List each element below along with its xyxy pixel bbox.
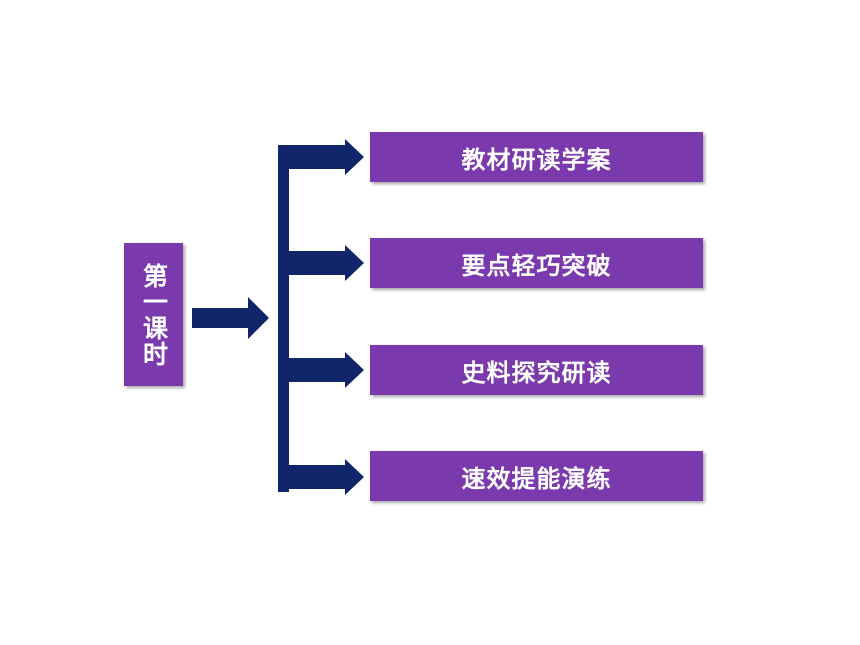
main-arrow bbox=[192, 297, 269, 339]
item-label: 要点轻巧突破 bbox=[461, 251, 612, 280]
lesson-box: 第一课时 bbox=[124, 243, 183, 386]
bracket-bar bbox=[278, 145, 289, 492]
item-box-key-points[interactable]: 要点轻巧突破 bbox=[370, 238, 703, 288]
branch-arrow-1 bbox=[278, 139, 364, 175]
branch-arrow-2 bbox=[278, 245, 364, 281]
item-label: 教材研读学案 bbox=[461, 145, 612, 174]
lesson-label: 第一课时 bbox=[139, 262, 169, 367]
branch-arrow-4 bbox=[278, 459, 364, 495]
item-box-textbook-study[interactable]: 教材研读学案 bbox=[370, 132, 703, 182]
item-label: 速效提能演练 bbox=[461, 464, 612, 493]
item-box-practice[interactable]: 速效提能演练 bbox=[370, 451, 703, 501]
item-label: 史料探究研读 bbox=[461, 358, 612, 387]
item-box-source-study[interactable]: 史料探究研读 bbox=[370, 345, 703, 395]
branch-arrow-3 bbox=[278, 352, 364, 388]
